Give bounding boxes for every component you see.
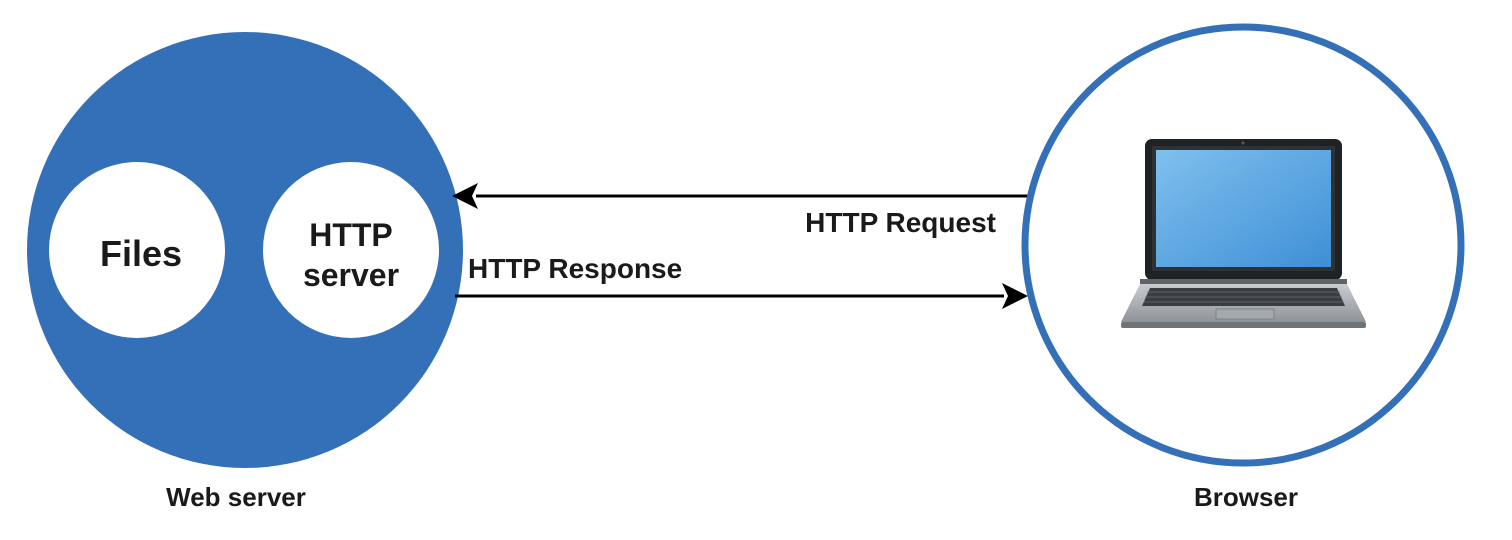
http-request-arrow: HTTP Request (452, 183, 1030, 238)
response-arrowhead (1002, 283, 1028, 309)
http-request-label: HTTP Request (805, 207, 996, 238)
http-response-label: HTTP Response (468, 253, 682, 284)
files-label: Files (100, 233, 182, 274)
browser-node: Browser (1021, 23, 1465, 512)
web-server-circle (27, 32, 463, 468)
http-server-label-line1: HTTP (309, 217, 393, 253)
http-response-arrow: HTTP Response (455, 253, 1028, 309)
request-arrowhead (452, 183, 478, 209)
laptop-icon (1121, 139, 1366, 328)
http-server-circle (263, 162, 439, 338)
browser-label: Browser (1194, 482, 1298, 512)
files-circle (49, 162, 225, 338)
web-server-node: Files HTTP server Web server (27, 32, 463, 512)
http-server-label-line2: server (303, 257, 399, 293)
web-server-label: Web server (166, 482, 306, 512)
